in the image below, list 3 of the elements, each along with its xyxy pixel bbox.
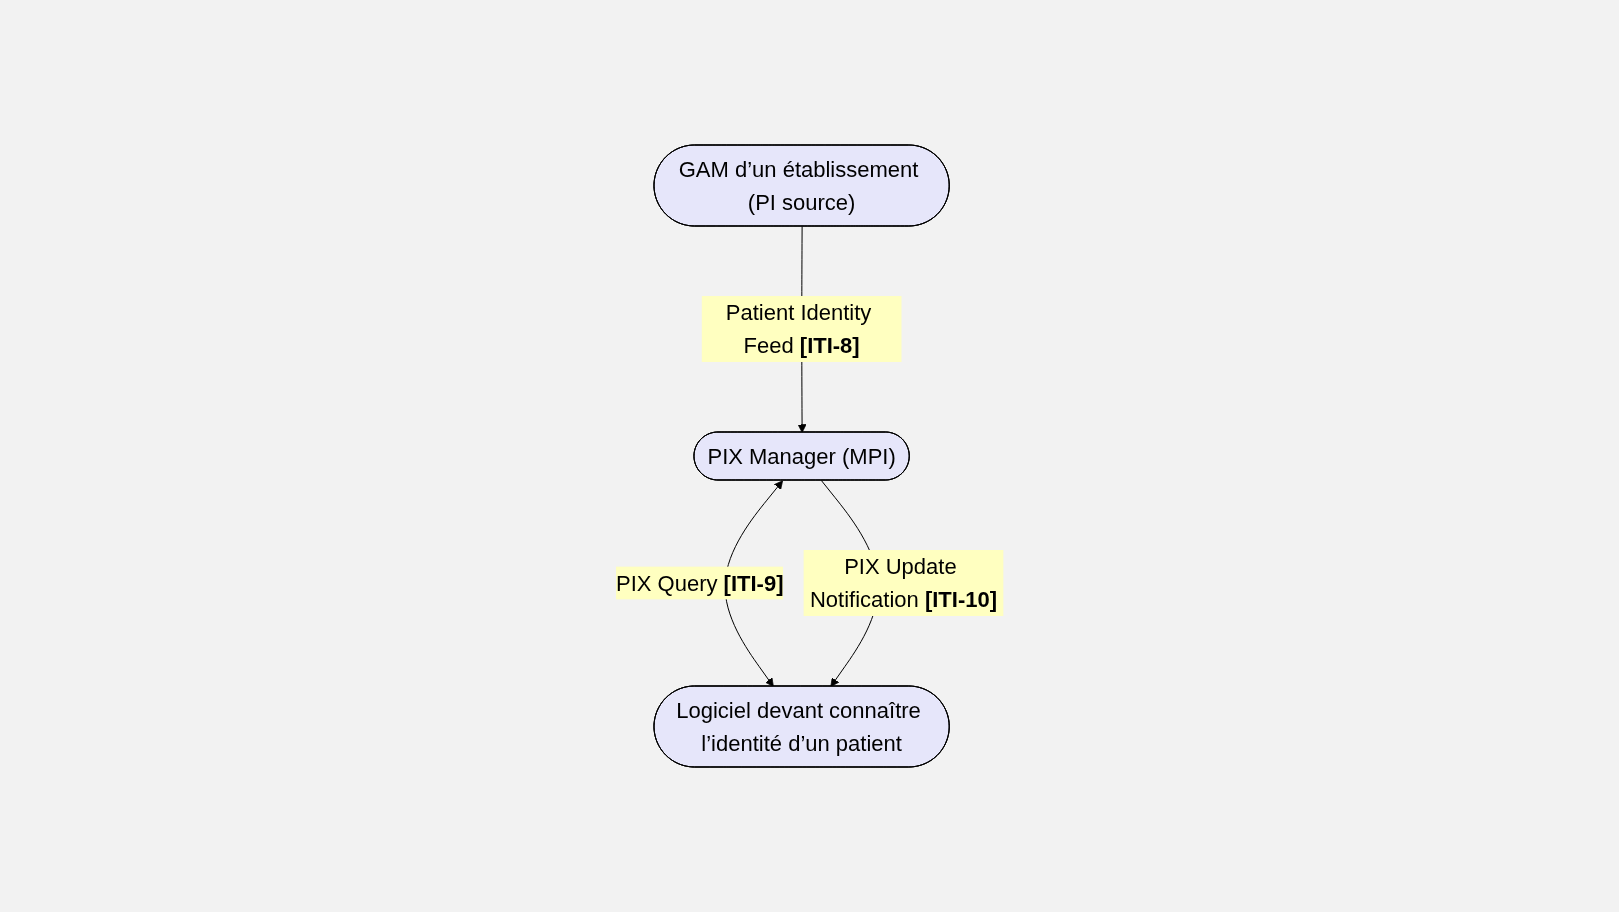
edge-label: PIX Update Notification [ITI-10] [809, 554, 997, 612]
edge-label: Patient Identity Feed [ITI-8] [725, 300, 872, 358]
edge-label: PIX Query [ITI-9] [615, 570, 784, 596]
